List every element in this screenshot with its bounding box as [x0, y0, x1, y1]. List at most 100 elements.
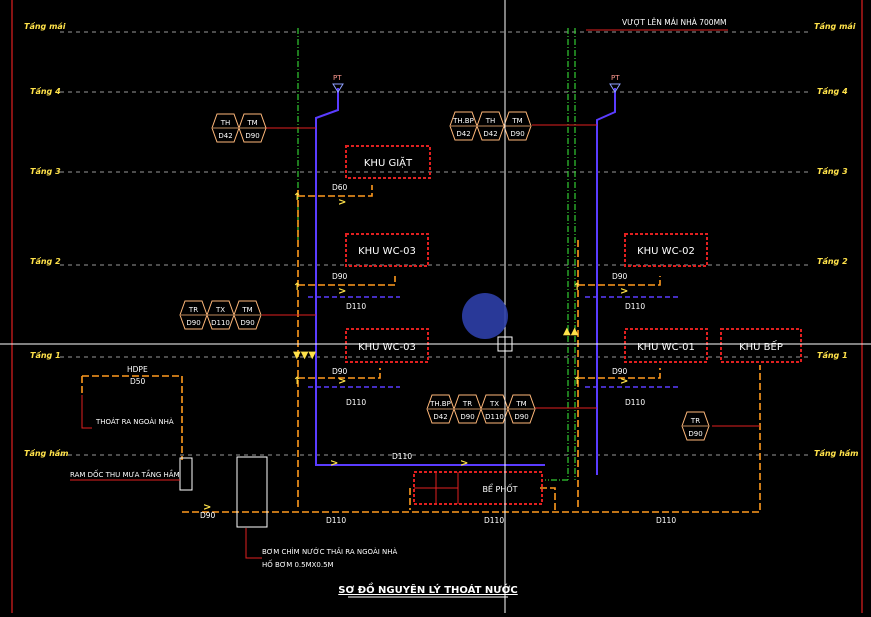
svg-text:>: >: [330, 458, 338, 469]
svg-text:>: >: [620, 286, 628, 297]
tag-group-center-low: TH.BP D42 TR D90 TX D110 TM D90: [426, 394, 536, 424]
pipe-tag-hexagon: [233, 300, 262, 330]
pipe-tag-hexagon: [480, 394, 509, 424]
pt-label-left: PT: [333, 74, 342, 82]
pipe-tag-code: TM: [511, 117, 522, 125]
pipe-label-d90-d: D90: [612, 367, 628, 376]
svg-text:>: >: [338, 376, 346, 387]
pipe-tag-size: D42: [218, 132, 232, 140]
pipe-tag-hexagon: [503, 111, 532, 141]
pipe-tag-code: TM: [241, 306, 252, 314]
cursor-highlight: [462, 293, 508, 339]
floor-label-2-right: Tầng 2: [817, 256, 848, 266]
note-ramp: RAM DỐC THU MƯA TẦNG HẦM: [70, 469, 180, 479]
pipe-tag-hexagon: [507, 394, 536, 424]
room-khu-giat: KHU GIẶT: [364, 156, 413, 169]
pipe-tag-code: TX: [489, 400, 499, 408]
pipe-tag-hexagon: [453, 394, 482, 424]
pipe-tag-hexagon: [476, 111, 505, 141]
pipe-label-d110-b: D110: [346, 398, 366, 407]
svg-text:>: >: [203, 502, 211, 513]
note-pump-line1: BƠM CHÌM NƯỚC THẢI RA NGOÀI NHÀ: [262, 547, 398, 556]
pipe-tag-code: TR: [690, 417, 700, 425]
pipe-tag-code: TH: [220, 119, 231, 127]
floor-label-2-left: Tầng 2: [30, 256, 61, 266]
pump-pit: [236, 456, 268, 528]
pipe-tag-size: D90: [460, 413, 474, 421]
tag-group-left-top: TH D42 TM D90: [211, 113, 267, 143]
pipe-tag-size: D90: [240, 319, 254, 327]
floor-label-3-right: Tầng 3: [817, 166, 848, 176]
pipe-tag-size: D90: [510, 130, 524, 138]
room-khu-bep: KHU BẾP: [739, 339, 783, 353]
pipe-label-d50: D50: [130, 377, 146, 386]
pipe-tag-size: D110: [211, 319, 230, 327]
pipe-label-d110-g: D110: [484, 516, 504, 525]
pipe-tag-code: TH.BP: [429, 400, 451, 408]
pipe-tag-code: TM: [246, 119, 257, 127]
pipe-tag-size: D90: [245, 132, 259, 140]
diagram-title: SƠ ĐỒ NGUYÊN LÝ THOÁT NƯỚC: [338, 581, 517, 596]
pipe-label-d90-c: D90: [612, 272, 628, 281]
svg-text:↑: ↑: [293, 282, 301, 293]
pipe-tag-code: TR: [188, 306, 198, 314]
floor-label-4-left: Tầng 4: [30, 86, 61, 96]
pipe-label-d110-f: D110: [326, 516, 346, 525]
pipe-label-d110-e: D110: [392, 452, 412, 461]
pipe-tag-hexagon: [238, 113, 267, 143]
pipe-label-d110-d: D110: [625, 398, 645, 407]
roof-vent-note: VƯỢT LÊN MÁI NHÀ 700MM: [622, 18, 727, 27]
ramp-grate: [179, 457, 193, 491]
tag-group-left-mid: TR D90 TX D110 TM D90: [179, 300, 262, 330]
pipe-label-d110-h: D110: [656, 516, 676, 525]
room-khu-wc-02: KHU WC-02: [637, 246, 695, 257]
floor-label-basement-right: Tầng hầm: [814, 448, 859, 458]
room-be-phot: BỂ PHỐT: [482, 482, 517, 494]
svg-text:>: >: [338, 286, 346, 297]
pipe-tag-code: TH: [485, 117, 496, 125]
pipe-label-hdpe: HDPE: [127, 365, 148, 374]
pipe-tag-code: TR: [462, 400, 472, 408]
svg-text:▼▼▼: ▼▼▼: [293, 350, 316, 361]
pipe-tag-code: TH.BP: [452, 117, 474, 125]
floor-label-1-left: Tầng 1: [30, 350, 61, 360]
pipe-tag-hexagon: [426, 394, 455, 424]
pt-label-right: PT: [611, 74, 620, 82]
floor-label-1-right: Tầng 1: [817, 350, 848, 360]
pipe-tag-code: TX: [215, 306, 225, 314]
floor-label-3-left: Tầng 3: [30, 166, 61, 176]
pipe-tag-hexagon: [449, 111, 478, 141]
tag-group-right-low: TR D90: [681, 411, 710, 441]
pipe-label-d90-a: D90: [332, 272, 348, 281]
pipe-tag-hexagon: [211, 113, 240, 143]
svg-text:▲▲: ▲▲: [563, 326, 579, 337]
floor-label-basement-left: Tầng hầm: [24, 448, 69, 458]
pipe-label-d90-b: D90: [332, 367, 348, 376]
pipe-tag-size: D42: [483, 130, 497, 138]
pipe-tag-size: D42: [433, 413, 447, 421]
floor-label-roof-left: Tầng mái: [24, 21, 66, 31]
pipe-tag-size: D42: [456, 130, 470, 138]
pipe-tag-hexagon: [206, 300, 235, 330]
note-pump-line2: HỐ BƠM 0.5MX0.5M: [262, 559, 334, 569]
pipe-tag-hexagon: [681, 411, 710, 441]
pipe-label-d60: D60: [332, 183, 348, 192]
svg-text:↑: ↑: [293, 376, 301, 387]
pipe-tag-code: TM: [515, 400, 526, 408]
svg-text:↑: ↑: [573, 376, 581, 387]
room-khu-wc-03-lower: KHU WC-03: [358, 342, 416, 353]
tag-group-center-top: TH.BP D42 TH D42 TM D90: [449, 111, 532, 141]
note-drain-out: THOÁT RA NGOÀI NHÀ: [95, 417, 174, 426]
floor-label-roof-right: Tầng mái: [814, 21, 856, 31]
pipe-tag-size: D90: [186, 319, 200, 327]
svg-text:↑: ↑: [293, 192, 301, 203]
svg-text:>: >: [620, 376, 628, 387]
pipe-tag-hexagon: [179, 300, 208, 330]
pipe-tag-size: D110: [485, 413, 504, 421]
pipe-tag-size: D90: [688, 430, 702, 438]
room-khu-wc-03-upper: KHU WC-03: [358, 246, 416, 257]
floor-label-4-right: Tầng 4: [817, 86, 848, 96]
pipe-tag-size: D90: [514, 413, 528, 421]
